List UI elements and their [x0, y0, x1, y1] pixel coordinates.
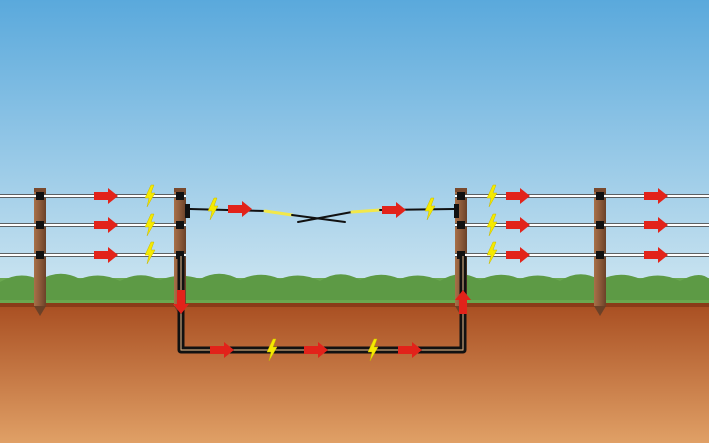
soil [0, 305, 709, 443]
fence-wires-left [0, 194, 186, 257]
insulators [36, 192, 604, 259]
sky [0, 0, 709, 300]
gate-wire [185, 204, 459, 223]
